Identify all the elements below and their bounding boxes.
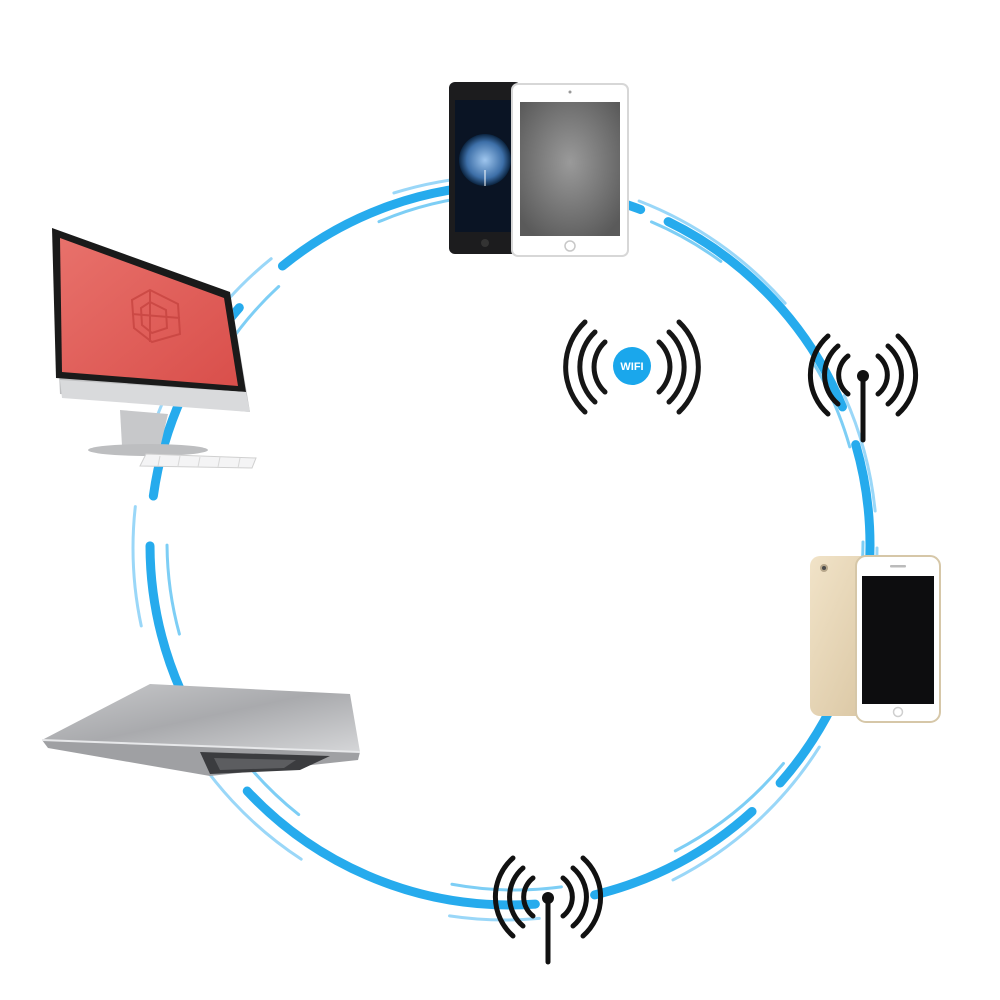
network-ring [131,174,879,922]
smartphone-pair-icon [810,555,941,723]
wifi-badge: WIFI [609,343,655,389]
wifi-signal-icon [563,319,701,415]
tablet-pair-icon [449,82,629,257]
desktop-computer-icon [52,228,257,469]
antenna-signal-icon [492,855,604,965]
laptop-icon [41,684,361,776]
wifi-badge-label: WIFI [620,361,643,373]
antenna-signal-icon [807,333,919,443]
